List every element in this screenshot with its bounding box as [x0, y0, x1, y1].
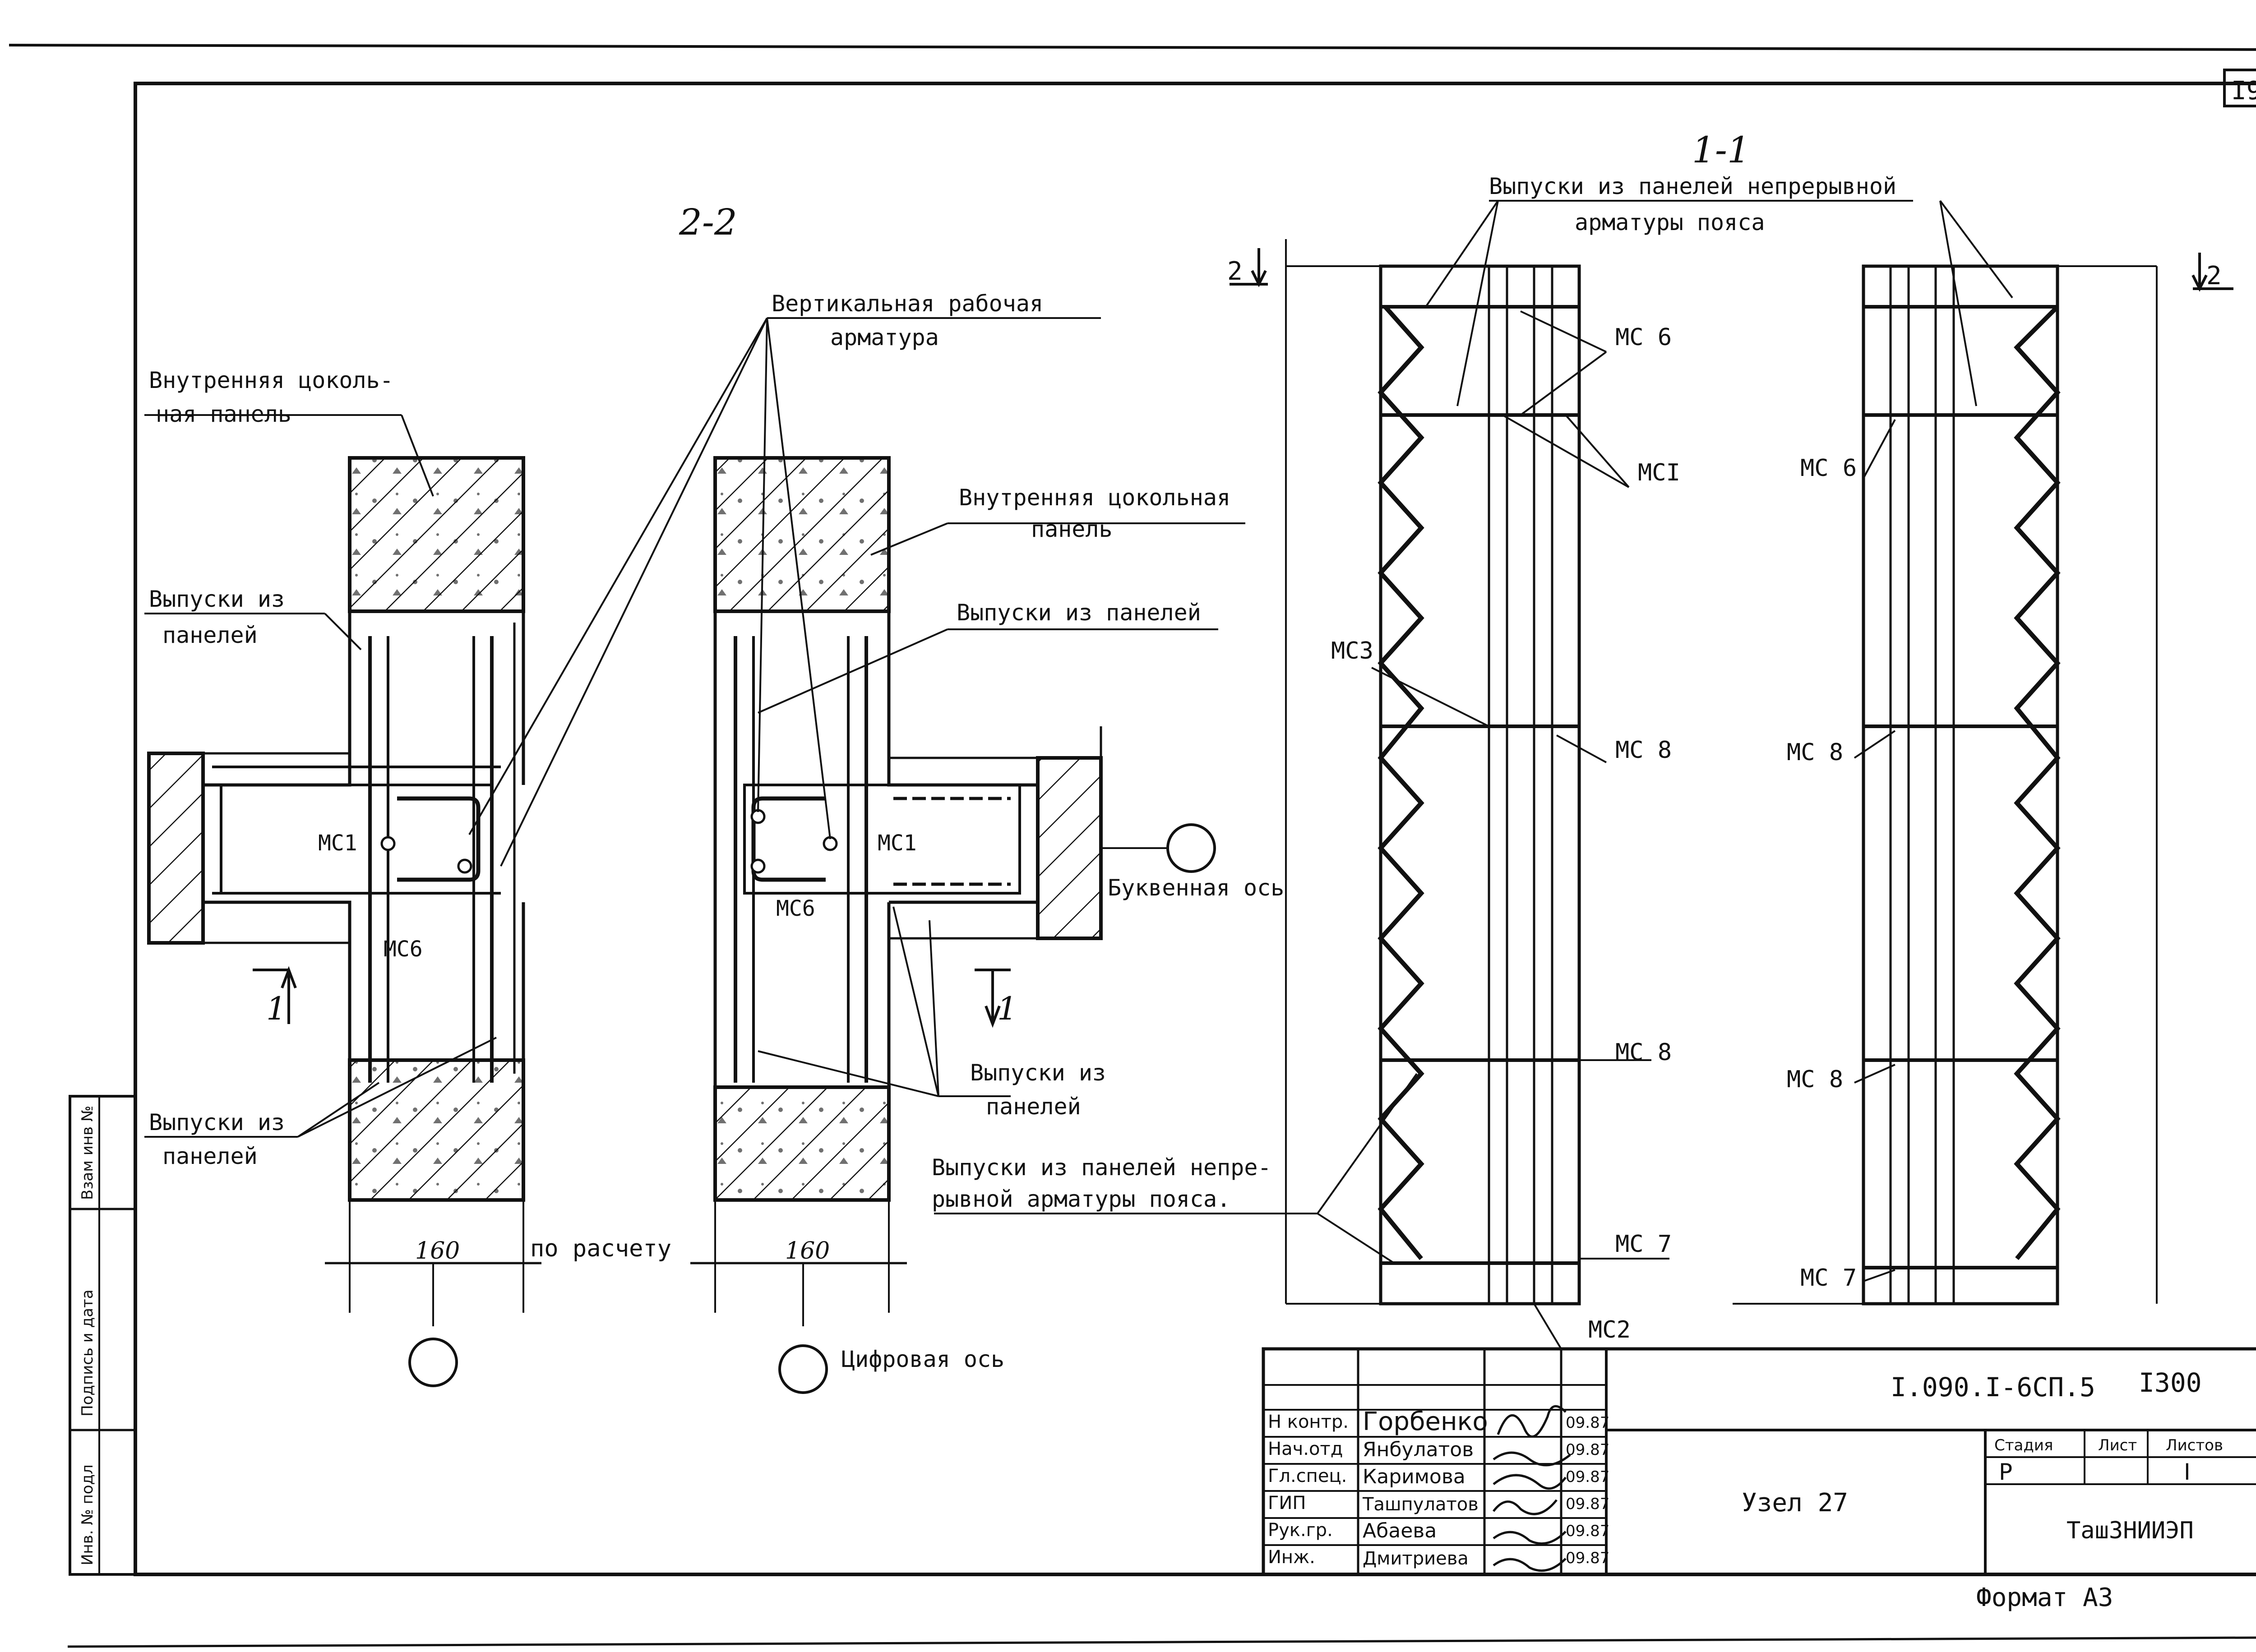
mark-mc1-top-left: МСI [1638, 459, 1680, 486]
signer-date-0: 09.87 [1566, 1414, 1609, 1432]
mark-mc6-right: МС 6 [1800, 455, 1857, 482]
label-inner-panel-right: Внутренняя цокольная [959, 485, 1230, 511]
signer-name-1: Янбулатов [1363, 1438, 1474, 1461]
page-number: I9 [2231, 76, 2256, 106]
label-inner-panel-left-2: ная панель [156, 401, 291, 427]
side-stamp [69, 1095, 137, 1576]
signer-name-4: Абаева [1363, 1519, 1437, 1542]
label-vertical-rebar-2: арматура [830, 324, 939, 351]
sheet-frame [9, 44, 2256, 1648]
title-block [1262, 1347, 2256, 1576]
right-node-drawing [690, 456, 1216, 1394]
mark-mc1-right: МС1 [878, 831, 917, 856]
letter-axis-bubble [1166, 823, 1216, 873]
sheet-code: I300 [2139, 1367, 2202, 1398]
sheets-value: I [2184, 1459, 2191, 1485]
leaders-1-1-bottom [934, 1073, 1418, 1264]
mark-mc7-right: МС 7 [1800, 1264, 1857, 1292]
signer-name-5: Дмитриева [1363, 1548, 1469, 1569]
signer-role-5: Инж. [1268, 1547, 1315, 1568]
label-outlets-left-top: Выпуски из [149, 586, 285, 612]
view-1-1-right [1733, 264, 2158, 1306]
stamp-cell-original-inv: Инв. № подл [79, 1464, 97, 1565]
left-side-panel [147, 752, 205, 945]
section-mark-1-left: 1 [266, 990, 287, 1027]
label-outlets-left-bottom-2: панелей [162, 1143, 258, 1169]
signer-role-3: ГИП [1268, 1493, 1306, 1514]
mark-mc8-right-2: МС 8 [1787, 1066, 1843, 1093]
signer-name-0: Горбенко [1363, 1407, 1488, 1436]
mark-mc2-left: МС2 [1588, 1316, 1631, 1343]
stamp-cell-signature-date: Подпись и дата [79, 1289, 97, 1417]
signer-role-0: Н контр. [1268, 1412, 1349, 1432]
mark-mc8-left-2: МС 8 [1615, 1039, 1672, 1066]
label-outlets-left-top-2: панелей [162, 622, 258, 648]
signer-date-1: 09.87 [1566, 1441, 1609, 1459]
signer-date-2: 09.87 [1566, 1468, 1609, 1486]
section-cut-1-left [253, 966, 297, 1024]
section-mark-2-left: 2 [1227, 257, 1243, 286]
mark-mc8-left-1: МС 8 [1615, 737, 1672, 764]
signer-name-3: Ташпулатов [1362, 1494, 1479, 1515]
section-mark-1-right: 1 [997, 990, 1017, 1027]
mark-mc7-left: МС 7 [1615, 1231, 1672, 1258]
sheets-header: Листов [2166, 1436, 2223, 1454]
document-code: I.090.I-6СП.5 [1891, 1372, 2095, 1403]
left-node-drawing [147, 456, 541, 1387]
signer-date-5: 09.87 [1566, 1549, 1609, 1567]
section-cut-1-right [975, 969, 1011, 1028]
leaders-1-1-left-marks [1371, 310, 1669, 1260]
leaders-2-2 [144, 317, 1245, 1138]
label-outlets-right-bottom: Выпуски из [970, 1060, 1106, 1086]
view-1-1-left [1285, 239, 1581, 1350]
label-inner-panel-left: Внутренняя цоколь- [149, 367, 393, 393]
section-cut-2-left [1230, 248, 1268, 287]
label-outlets-left-bottom: Выпуски из [149, 1109, 285, 1135]
stage-header: Стадия [1994, 1436, 2053, 1454]
section-mark-2-right: 2 [2206, 261, 2222, 291]
dim-left: 160 [415, 1237, 460, 1264]
signer-date-4: 09.87 [1566, 1522, 1609, 1540]
sheet-header: Лист [2098, 1436, 2137, 1454]
digit-axis-bubble-left [408, 1338, 458, 1387]
section-2-2-title: 2-2 [679, 201, 737, 243]
label-vertical-rebar: Вертикальная рабочая [772, 291, 1043, 317]
label-outlets-right-top: Выпуски из панелей [957, 600, 1201, 626]
dim-middle: по расчету [530, 1235, 671, 1262]
section-cut-2-right [2191, 253, 2233, 292]
stamp-cell-replace-inv: Взам инв № [79, 1106, 97, 1200]
signer-role-2: Гл.спец. [1268, 1466, 1347, 1486]
mark-mc8-right-1: МС 8 [1787, 739, 1843, 766]
dim-right: 160 [785, 1237, 830, 1264]
mark-mc6-right: МС6 [776, 896, 815, 921]
signer-role-1: Нач.отд [1268, 1439, 1343, 1459]
section-1-1-title: 1-1 [1692, 129, 1750, 171]
signer-date-3: 09.87 [1566, 1495, 1609, 1513]
format-label: Формат А3 [1976, 1583, 2113, 1612]
label-continuous-bottom: Выпуски из панелей непре- [932, 1154, 1271, 1181]
stage-value: Р [1999, 1459, 2012, 1485]
mark-mc1-left: МС1 [318, 831, 357, 856]
mark-mc3-left: МС3 [1331, 637, 1373, 664]
label-letter-axis: Буквенная ось [1108, 875, 1284, 901]
organization: ТашЗНИИЭП [2066, 1517, 2194, 1544]
label-continuous-bottom-2: рывной арматуры пояса. [932, 1186, 1230, 1212]
mark-mc6-left: МС6 [384, 937, 423, 962]
leaders-1-1-top [1425, 200, 2013, 406]
signer-role-4: Рук.гр. [1268, 1520, 1333, 1541]
label-outlets-right-bottom-2: панелей [986, 1094, 1081, 1120]
label-continuous-top: Выпуски из панелей непрерывной [1489, 173, 1896, 199]
drawing-name: Узел 27 [1742, 1488, 1848, 1518]
right-side-panel [1036, 756, 1103, 940]
digit-axis-bubble-right [778, 1344, 828, 1394]
mark-mc6-top-left: МС 6 [1615, 324, 1672, 351]
label-continuous-top-2: арматуры пояса [1575, 209, 1765, 235]
label-digit-axis: Цифровая ось [841, 1346, 1004, 1372]
label-inner-panel-right-2: панель [1031, 516, 1113, 542]
signer-name-2: Каримова [1363, 1465, 1465, 1488]
leaders-1-1-right-marks [1854, 419, 1896, 1282]
